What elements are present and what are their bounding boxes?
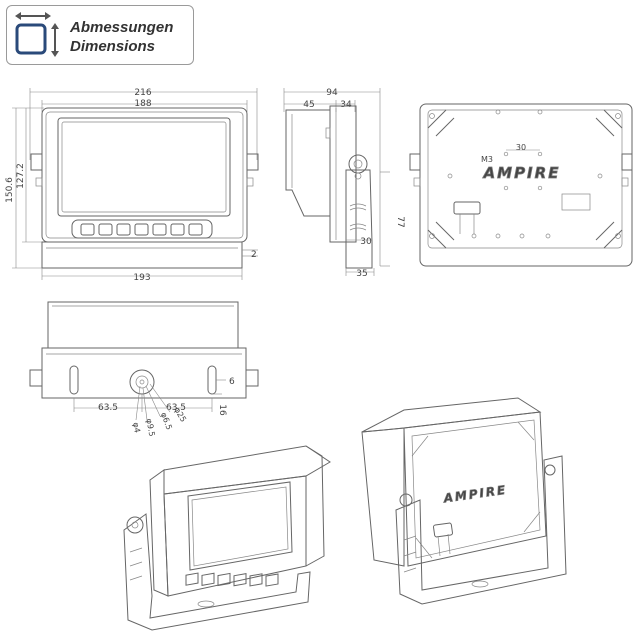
dim-bottom-slot-length: 16: [217, 404, 227, 416]
dim-front-width-base: 193: [133, 273, 150, 283]
dimensions-header: Abmessungen Dimensions: [6, 5, 194, 65]
header-title-de: Abmessungen: [70, 19, 174, 36]
dim-bottom-left-offset: 63.5: [98, 403, 118, 413]
dim-bottom-right-offset: 63.5: [166, 403, 186, 413]
dim-back-hole-spacing: 30: [516, 143, 526, 152]
dim-front-offset: 2: [251, 250, 257, 260]
perspective-back-view: AMPIRE: [361, 397, 567, 605]
side-view: 94 45 34 30 77 35: [283, 88, 405, 279]
perspective-front-view: [123, 445, 331, 631]
front-view: 216 188 150.6 127.2: [5, 88, 259, 283]
resize-icon: [15, 12, 59, 57]
header-title-en: Dimensions: [70, 38, 156, 55]
dim-bottom-slot-height: 6: [229, 377, 235, 387]
back-brand-logo: AMPIRE: [483, 164, 561, 182]
dim-side-slot-spacing: 30: [360, 237, 372, 247]
dim-front-width-overall: 216: [134, 88, 151, 98]
dim-bottom-dia-mid2: φ6.5: [159, 411, 174, 431]
dim-side-depth-hood: 45: [303, 100, 314, 110]
label-back-thread: M3: [481, 155, 493, 164]
dim-front-width-screen: 188: [134, 99, 151, 109]
dim-side-height-mount: 77: [395, 216, 405, 227]
dim-side-depth-overall: 94: [326, 88, 338, 98]
dim-front-height-body: 127.2: [16, 163, 26, 189]
dim-front-height-overall: 150.6: [5, 177, 15, 203]
dim-bottom-dia-mid: φ9.5: [144, 418, 156, 437]
bottom-view: 63.5 63.5 6 16 φ4 φ9.5 φ6.5 φ25: [29, 301, 259, 437]
dim-bottom-dia-inner: φ4: [131, 422, 142, 434]
dim-side-base-width: 35: [356, 269, 367, 279]
persp-back-brand-logo: AMPIRE: [442, 483, 508, 506]
dim-side-depth-body: 34: [340, 100, 352, 110]
back-view: 30 M3 AMPIRE: [409, 103, 633, 267]
